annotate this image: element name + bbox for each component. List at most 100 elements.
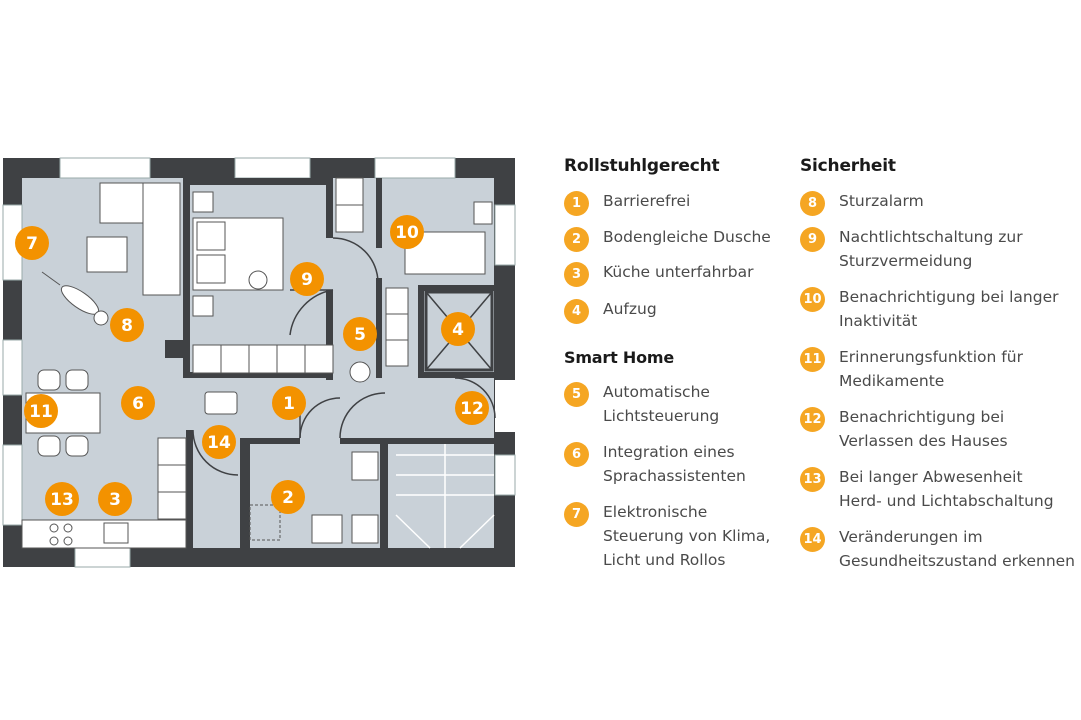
svg-text:2: 2: [282, 488, 294, 508]
badge: 2: [564, 227, 589, 252]
entrance: [495, 380, 515, 432]
legend-text: Erinnerungsfunktion für Medikamente: [839, 345, 1023, 393]
line: Benachrichtigung bei langer: [839, 288, 1059, 306]
line: Licht und Rollos: [603, 551, 726, 569]
badge: 11: [800, 347, 825, 372]
section-title-sicherheit: Sicherheit: [800, 156, 896, 176]
legend-item-1: 1 Barrierefrei: [564, 191, 690, 216]
legend-item-13: 13 Bei langer Abwesenheit Herd- und Lich…: [800, 467, 1054, 513]
window: [2, 339, 23, 396]
window: [494, 454, 516, 496]
legend-item-3: 3 Küche unterfahrbar: [564, 262, 754, 287]
legend-item-11: 11 Erinnerungsfunktion für Medikamente: [800, 347, 1023, 393]
marker-4: 4: [441, 312, 475, 346]
line: Integration eines: [603, 443, 735, 461]
line: Herd- und Lichtabschaltung: [839, 492, 1054, 510]
legend-item-7: 7 Elektronische Steuerung von Klima, Lic…: [564, 502, 770, 572]
marker-3: 3: [98, 482, 132, 516]
section-title-smart-home: Smart Home: [564, 348, 675, 367]
toilet: [351, 451, 379, 481]
marker-2: 2: [271, 480, 305, 514]
window: [74, 547, 131, 568]
line: Veränderungen im: [839, 528, 983, 546]
svg-text:9: 9: [301, 270, 313, 290]
legend-text: Benachrichtigung bei Verlassen des Hause…: [839, 405, 1008, 453]
nightstand: [192, 295, 214, 317]
door-swings: [192, 237, 496, 476]
floor-plan: 1 2 3 4 5 6 7 8 9 10 11 12 13 14: [2, 157, 516, 568]
line: Elektronische: [603, 503, 708, 521]
badge: 6: [564, 442, 589, 467]
window: [234, 157, 311, 179]
legend-item-8: 8 Sturzalarm: [800, 191, 924, 216]
line: Nachtlichtschaltung zur: [839, 228, 1023, 246]
line: Benachrichtigung bei: [839, 408, 1005, 426]
legend-text: Automatische Lichtsteuerung: [603, 380, 719, 428]
line: Lichtsteuerung: [603, 407, 720, 425]
badge: 7: [564, 502, 589, 527]
svg-text:8: 8: [121, 316, 133, 336]
svg-text:1: 1: [283, 394, 295, 414]
legend-text: Küche unterfahrbar: [603, 263, 754, 281]
shower-area: [249, 504, 281, 541]
badge: 10: [800, 287, 825, 312]
badge: 4: [564, 299, 589, 324]
marker-14: 14: [202, 425, 236, 459]
sink: [103, 522, 129, 544]
bath-cabinet: [351, 514, 379, 544]
badge: 14: [800, 527, 825, 552]
cabinet-column: [335, 177, 364, 233]
svg-text:13: 13: [50, 490, 74, 510]
pillow: [196, 221, 226, 251]
line: Sprachassistenten: [603, 467, 746, 485]
window: [494, 204, 516, 266]
marker-7: 7: [15, 226, 49, 260]
pillow: [196, 254, 226, 284]
marker-13: 13: [45, 482, 79, 516]
svg-text:7: 7: [26, 234, 38, 254]
legend-text: Elektronische Steuerung von Klima, Licht…: [603, 500, 770, 572]
badge: 3: [564, 262, 589, 287]
svg-text:10: 10: [395, 223, 419, 243]
person-figure: [248, 270, 268, 290]
section-title-rollstuhlgerecht: Rollstuhlgerecht: [564, 156, 720, 176]
cabinet-row: [192, 344, 334, 374]
legend-text: Benachrichtigung bei langer Inaktivität: [839, 285, 1058, 333]
line: Bei langer Abwesenheit: [839, 468, 1023, 486]
legend-item-10: 10 Benachrichtigung bei langer Inaktivit…: [800, 287, 1058, 333]
marker-10: 10: [390, 215, 424, 249]
legend-item-2: 2 Bodengleiche Dusche: [564, 227, 771, 252]
marker-12: 12: [455, 391, 489, 425]
badge: 8: [800, 191, 825, 216]
legend-text: Bodengleiche Dusche: [603, 228, 771, 246]
badge: 1: [564, 191, 589, 216]
legend-item-5: 5 Automatische Lichtsteuerung: [564, 382, 719, 428]
marker-6: 6: [121, 386, 155, 420]
legend-text: Veränderungen im Gesundheitszustand erke…: [839, 525, 1075, 573]
line: Verlassen des Hauses: [839, 432, 1008, 450]
staircase: [395, 444, 495, 549]
legend-text: Aufzug: [603, 300, 657, 318]
line: Steuerung von Klima,: [603, 527, 771, 545]
chairs: [37, 369, 89, 457]
legend-item-4: 4 Aufzug: [564, 299, 657, 324]
legend-text: Bei langer Abwesenheit Herd- und Lichtab…: [839, 465, 1054, 513]
marker-9: 9: [290, 262, 324, 296]
legend-text: Barrierefrei: [603, 192, 691, 210]
line: Erinnerungsfunktion für: [839, 348, 1023, 366]
svg-text:14: 14: [207, 433, 231, 453]
svg-text:5: 5: [354, 325, 366, 345]
coffee-table: [86, 236, 128, 273]
svg-text:11: 11: [29, 402, 53, 422]
legend-text: Nachtlichtschaltung zur Sturzvermeidung: [839, 225, 1023, 273]
window: [374, 157, 456, 179]
legend-text: Sturzalarm: [839, 192, 924, 210]
line: Sturzvermeidung: [839, 252, 973, 270]
legend-item-12: 12 Benachrichtigung bei Verlassen des Ha…: [800, 407, 1008, 453]
window: [2, 444, 23, 526]
badge: 12: [800, 407, 825, 432]
legend-text: Integration eines Sprachassistenten: [603, 440, 746, 488]
washbasin: [311, 514, 343, 544]
badge: 13: [800, 467, 825, 492]
legend-item-14: 14 Veränderungen im Gesundheitszustand e…: [800, 527, 1075, 573]
